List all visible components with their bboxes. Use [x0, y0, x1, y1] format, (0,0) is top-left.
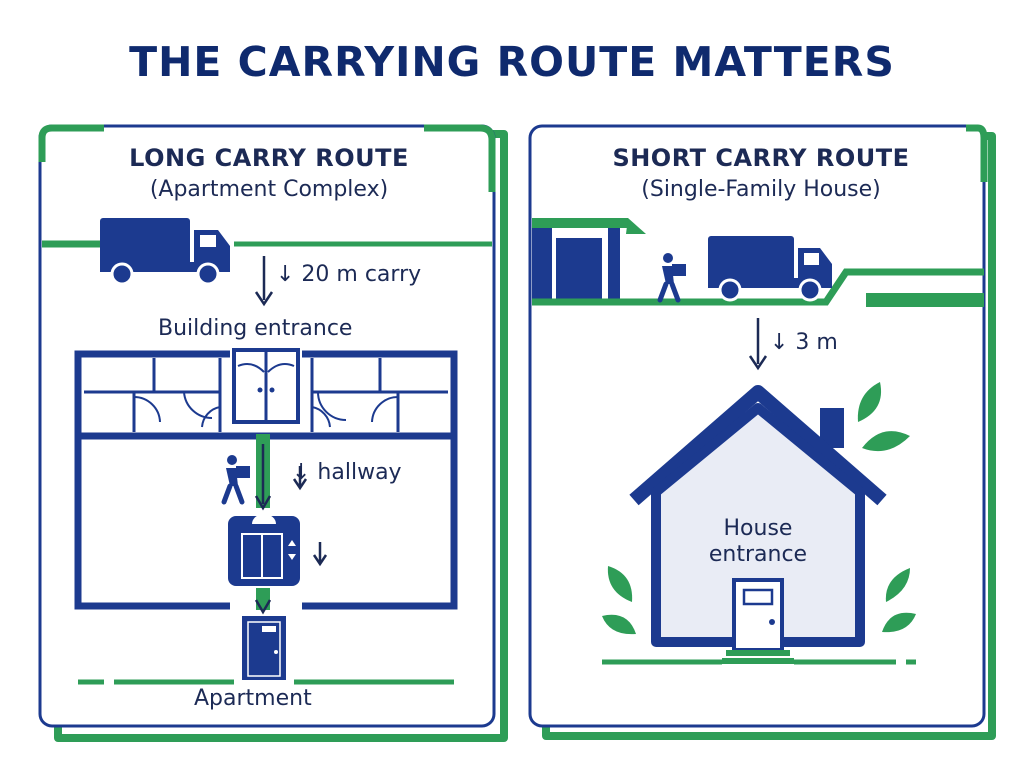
- short-route-diagram: [532, 218, 984, 665]
- truck-icon: [708, 236, 832, 302]
- person-carrying-box-icon: [657, 253, 686, 303]
- truck-icon: [100, 218, 230, 286]
- house-icon: [629, 385, 887, 647]
- person-carrying-box-icon: [221, 455, 250, 505]
- short-route-carry-distance: ↓ 3 m: [770, 330, 838, 355]
- double-door-icon: [232, 348, 300, 424]
- short-route-heading: SHORT CARRY ROUTE: [612, 144, 910, 172]
- floor-plan: [74, 350, 458, 610]
- leaf-icon: [602, 382, 916, 635]
- hallway-label: ↓ hallway: [292, 460, 402, 485]
- building-entrance-label: Building entrance: [158, 316, 353, 341]
- long-route-diagram: [42, 218, 492, 685]
- long-route-carry-distance: ↓ 20 m carry: [276, 262, 422, 287]
- apartment-label: Apartment: [194, 686, 312, 711]
- apartment-door-icon: [242, 616, 286, 680]
- house-entrance-label-line2: entrance: [708, 542, 808, 567]
- house-door-icon: [732, 578, 784, 652]
- long-route-subheading: (Apartment Complex): [149, 177, 389, 202]
- long-carry-panel: LONG CARRY ROUTE (Apartment Complex): [34, 122, 508, 742]
- short-carry-panel: SHORT CARRY ROUTE (Single-Family House): [526, 122, 996, 742]
- porch-awning: [532, 218, 646, 302]
- short-route-subheading: (Single-Family House): [641, 177, 881, 202]
- long-carry-panel-frame: [38, 124, 508, 742]
- house-entrance-label-line1: House: [723, 516, 793, 541]
- elevator-icon: [228, 514, 300, 586]
- long-route-heading: LONG CARRY ROUTE: [129, 144, 409, 172]
- page-title: THE CARRYING ROUTE MATTERS: [129, 38, 895, 86]
